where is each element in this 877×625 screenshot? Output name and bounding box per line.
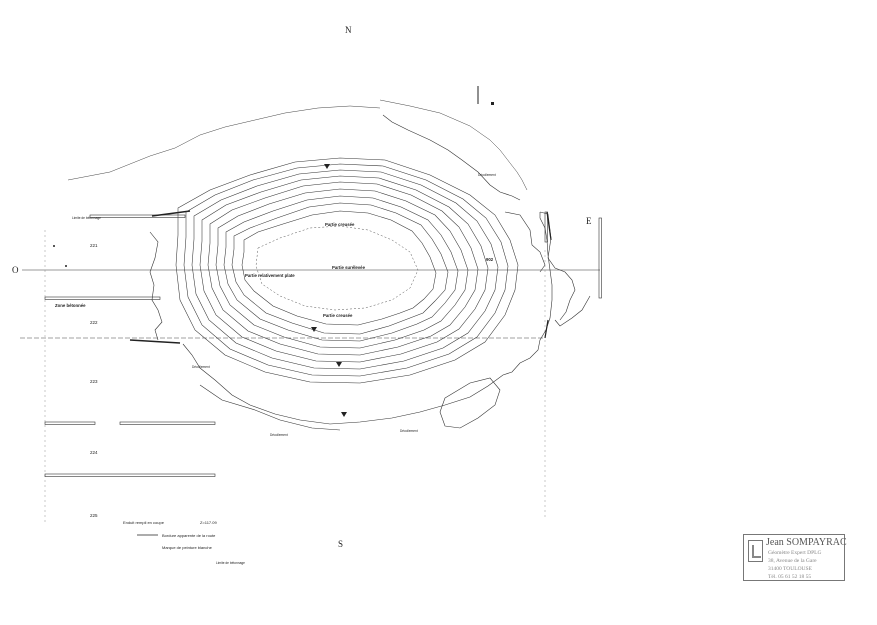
road-curb: [504, 211, 546, 273]
grid-number-223: 223: [90, 379, 98, 384]
surveyor-line: 38, Avenue de la Gare: [768, 558, 817, 564]
label-zone-betonnee: Zone bétonnée: [55, 303, 86, 308]
grid-number-224: 224: [90, 450, 98, 455]
road-edge-bar-east: [544, 211, 548, 243]
legend-line-1: Enduit rempli en coupe: [123, 520, 165, 525]
grid-number-222: 222: [90, 320, 98, 325]
outer-boundary-left: [149, 231, 163, 341]
terrain-line: [67, 105, 381, 181]
survey-point: [53, 245, 55, 247]
legend-line-2: Bordure apparente de la route: [162, 533, 216, 538]
surveyor-logo-icon: [748, 540, 763, 562]
road-curb: [382, 114, 521, 201]
road-edge: [546, 211, 552, 241]
road-edge-bar: [44, 296, 161, 300]
road-edge: [544, 319, 549, 339]
label-decollement: Décollement: [270, 433, 288, 437]
legend-line-3: Marque de peinture blanche: [162, 545, 213, 550]
road-curb-right: [554, 295, 591, 327]
legend-line-1-value: Z=117.09: [200, 520, 217, 525]
grid-number-225: 225: [90, 513, 98, 518]
road-edge: [129, 339, 181, 344]
contour-lines: [175, 157, 519, 384]
label-decollement: Décollement: [478, 173, 496, 177]
terrain-line: [379, 99, 528, 191]
label-partie-surelevee: Partie surélevée: [332, 265, 366, 270]
label-contour-value: 902: [486, 257, 494, 262]
survey-point: [65, 265, 67, 267]
north-marker-box: [491, 102, 494, 105]
surveyor-line: Géomètre Expert DPLG: [768, 550, 822, 556]
label-limite-top: Limite de bétonnage: [72, 216, 101, 220]
label-decollement: Décollement: [400, 429, 418, 433]
label-decollement: Décollement: [192, 365, 210, 369]
road-edge-bar: [89, 214, 186, 218]
road-edge: [151, 210, 191, 217]
road-edge-bar: [119, 421, 216, 425]
surveyor-stamp: Jean SOMPAYRAC Géomètre Expert DPLG 38, …: [743, 534, 847, 581]
surveyor-line: 31400 TOULOUSE: [768, 566, 812, 572]
label-partie-creusee-top: Partie creusée: [325, 222, 355, 227]
surveyor-name: Jean SOMPAYRAC: [766, 537, 847, 548]
surveyor-line: Tél. 05 61 52 18 55: [768, 574, 812, 580]
outer-boundary: [182, 212, 553, 425]
label-limite-bottom: Limite de bétonnage: [216, 561, 245, 565]
west-label: O: [12, 265, 19, 275]
terrain-patch: [199, 384, 341, 431]
label-partie-creusee-bottom: Partie creusée: [323, 313, 353, 318]
road-edge-bar: [44, 473, 216, 477]
north-label: N: [345, 25, 352, 35]
paint-markers: [311, 164, 347, 417]
road-edge-bar-east: [598, 217, 602, 299]
east-label: E: [586, 216, 592, 226]
road-edge-bar: [44, 421, 96, 425]
terrain-patch: [439, 377, 501, 429]
south-label: S: [338, 539, 343, 549]
label-partie-plate: Partie relativement plate: [245, 273, 295, 278]
grid-number-221: 221: [90, 243, 98, 248]
inner-flat-zone: [255, 225, 419, 311]
